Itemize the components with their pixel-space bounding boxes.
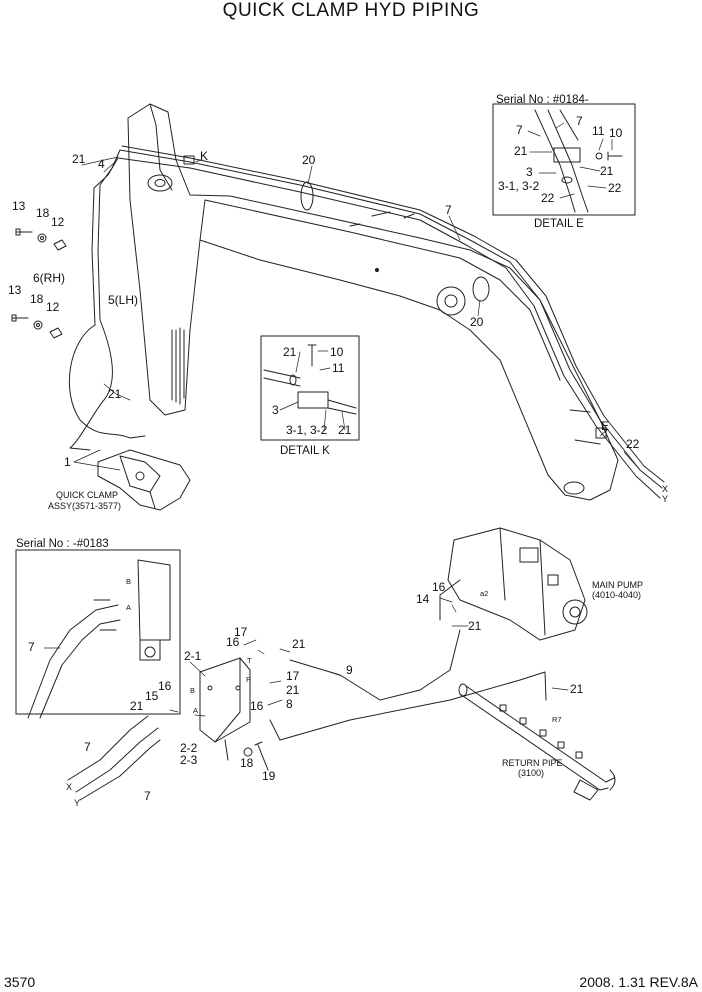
return-pipe-label: RETURN PIPE <box>502 758 563 768</box>
part-7: 7 <box>144 789 151 803</box>
main-pump-label: MAIN PUMP <box>592 580 643 590</box>
revision-date: 2008. 1.31 REV.8A <box>579 974 698 990</box>
mark-r7: R7 <box>552 715 562 724</box>
part-3: 3 <box>526 165 533 179</box>
mark-y: Y <box>662 494 668 504</box>
part-3: 3 <box>272 403 279 417</box>
part-21: 21 <box>570 682 584 696</box>
part-16: 16 <box>158 679 172 693</box>
quick-clamp-assembly <box>97 449 191 511</box>
part-13: 13 <box>12 199 26 213</box>
part-21: 21 <box>286 683 300 697</box>
old-serial-box <box>15 549 181 719</box>
serial-top: Serial No : #0184- <box>496 94 589 106</box>
part-18: 18 <box>30 292 44 306</box>
quick-clamp-label: QUICK CLAMP <box>56 490 118 500</box>
detail-k-box <box>260 335 360 441</box>
part-5lh: 5(LH) <box>108 293 138 307</box>
part-20: 20 <box>470 315 484 329</box>
part-3-1-3-2: 3-1, 3-2 <box>498 179 540 193</box>
part-10: 10 <box>330 345 344 359</box>
boom-pipes <box>68 145 665 499</box>
return-pipe-ref: (3100) <box>518 768 544 778</box>
part-17: 17 <box>286 669 300 683</box>
callout-e: E <box>601 419 609 433</box>
port-a2: a2 <box>480 589 488 598</box>
part-21: 21 <box>600 164 614 178</box>
part-14: 14 <box>416 592 430 606</box>
part-21: 21 <box>514 144 528 158</box>
part-22: 22 <box>608 181 622 195</box>
part-13: 13 <box>8 283 22 297</box>
part-15: 15 <box>145 689 159 703</box>
part-18: 18 <box>240 756 254 770</box>
page-number: 3570 <box>4 974 36 990</box>
part-2-3: 2-3 <box>180 753 198 767</box>
main-pump-ref: (4010-4040) <box>592 590 641 600</box>
left-fasteners <box>11 228 67 339</box>
part-7: 7 <box>516 123 523 137</box>
part-19: 19 <box>262 769 276 783</box>
part-16: 16 <box>226 635 240 649</box>
part-21: 21 <box>130 699 144 713</box>
part-7: 7 <box>445 203 452 217</box>
part-18: 18 <box>36 206 50 220</box>
part-16: 16 <box>250 699 264 713</box>
part-21: 21 <box>468 619 482 633</box>
part-21: 21 <box>292 637 306 651</box>
main-pump <box>439 527 588 641</box>
part-12: 12 <box>51 215 65 229</box>
serial-left: Serial No : -#0183 <box>16 538 109 550</box>
part-12: 12 <box>46 300 60 314</box>
part-1: 1 <box>64 455 71 469</box>
part-22: 22 <box>626 437 640 451</box>
port-a: A <box>193 706 198 715</box>
part-21: 21 <box>338 423 352 437</box>
port-b: B <box>190 686 195 695</box>
port-a: A <box>126 603 131 612</box>
part-22: 22 <box>541 191 555 205</box>
part-16: 16 <box>432 580 446 594</box>
part-21: 21 <box>283 345 297 359</box>
detail-e-label: DETAIL E <box>534 218 584 230</box>
callout-k: K <box>200 149 208 163</box>
part-17: 17 <box>234 625 248 639</box>
part-8: 8 <box>286 697 293 711</box>
part-4: 4 <box>98 157 105 171</box>
part-10: 10 <box>609 126 623 140</box>
port-p: P <box>246 675 251 684</box>
part-9: 9 <box>346 663 353 677</box>
mark-x: X <box>66 782 72 792</box>
part-3-1-3-2: 3-1, 3-2 <box>286 423 328 437</box>
part-21: 21 <box>72 152 86 166</box>
part-11: 11 <box>592 124 605 138</box>
part-20: 20 <box>302 153 316 167</box>
part-2-1: 2-1 <box>184 649 202 663</box>
part-11: 11 <box>332 361 345 375</box>
leader-lines <box>43 122 641 717</box>
detail-e-box <box>492 103 636 216</box>
part-6rh: 6(RH) <box>33 271 65 285</box>
part-7: 7 <box>576 114 583 128</box>
mark-x: X <box>662 484 668 494</box>
mark-y: Y <box>74 798 80 808</box>
return-pipe <box>458 683 616 801</box>
page-title: QUICK CLAMP HYD PIPING <box>222 0 480 21</box>
part-2-2: 2-2 <box>180 741 198 755</box>
part-7: 7 <box>28 640 35 654</box>
part-21: 21 <box>108 387 122 401</box>
part-7: 7 <box>84 740 91 754</box>
quick-clamp-assy-label: ASSY(3571-3577) <box>48 501 121 511</box>
port-b: B <box>126 577 131 586</box>
port-t: T <box>247 656 252 665</box>
detail-k-label: DETAIL K <box>280 445 330 457</box>
